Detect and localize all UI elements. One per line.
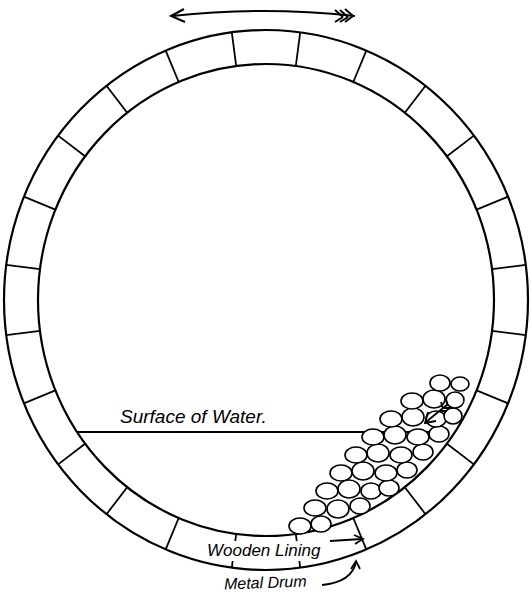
water-label: Surface of Water. [118, 406, 269, 428]
segment-joint [107, 86, 128, 113]
segment-joint [353, 518, 366, 549]
segment-joint [6, 331, 40, 335]
segment-joint [166, 518, 179, 549]
rotation-arrow [171, 9, 355, 22]
segment-joint [232, 32, 236, 66]
segment-joint [353, 51, 366, 82]
outer-drum [4, 30, 528, 570]
segment-joint [492, 331, 526, 335]
drum-label: Metal Drum [222, 572, 309, 593]
drum-leader [322, 561, 360, 585]
segment-joint [405, 86, 426, 113]
lining-segments [6, 32, 526, 567]
segment-joint [447, 136, 474, 157]
segment-joint [58, 136, 85, 157]
segment-joint [296, 32, 300, 66]
water-arrow [425, 399, 451, 423]
segment-joint [447, 444, 474, 465]
segment-joint [477, 197, 509, 210]
segment-joint [24, 197, 56, 210]
segment-joint [492, 265, 526, 269]
segment-joint [107, 487, 128, 514]
segment-joint [6, 265, 40, 269]
lining-arrow [330, 535, 363, 544]
segment-joint [58, 444, 85, 465]
lining-label: Wooden Lining [205, 541, 322, 561]
segment-joint [24, 390, 56, 403]
segment-joint [166, 51, 179, 82]
pebble-pile [289, 375, 469, 534]
inner-lining [38, 64, 494, 536]
segment-joint [477, 390, 509, 403]
segment-joint [405, 487, 426, 514]
